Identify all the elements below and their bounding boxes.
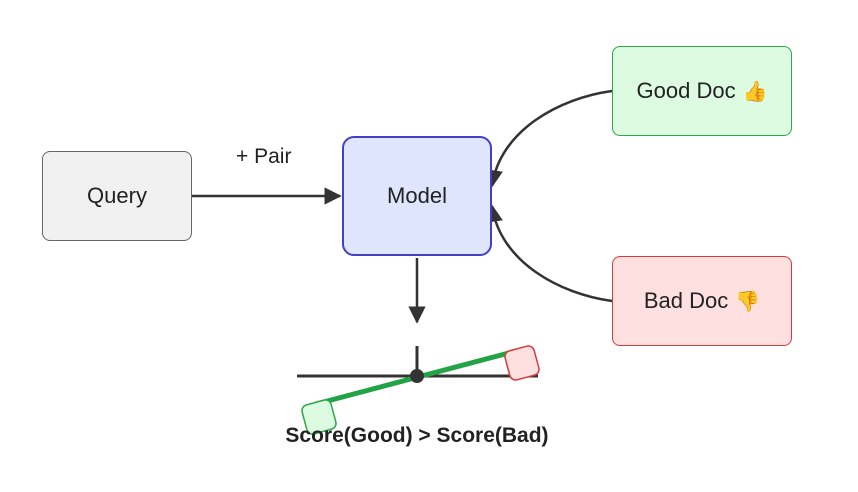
scale-good-weight-icon (301, 399, 337, 435)
edge-label-pair: + Pair (236, 145, 292, 168)
query-node-label: Query (87, 183, 147, 208)
scale-bad-weight-icon (504, 345, 540, 381)
bad-doc-node: Bad Doc 👎 (612, 256, 792, 346)
model-node: Model (342, 136, 492, 256)
model-node-label: Model (387, 183, 447, 208)
query-node: Query (42, 151, 192, 241)
thumbs-up-icon: 👍 (742, 80, 768, 103)
thumbs-down-icon: 👎 (735, 290, 761, 313)
score-caption: Score(Good) > Score(Bad) (285, 424, 549, 447)
bad-doc-label: Bad Doc (643, 288, 729, 313)
edge-good-doc-to-model (485, 89, 613, 188)
balance-scale-icon (297, 345, 540, 435)
good-doc-label: Good Doc (636, 78, 736, 103)
good-doc-node: Good Doc 👍 (612, 46, 792, 136)
edge-bad-doc-to-model (485, 204, 613, 303)
scale-pivot (410, 369, 424, 383)
